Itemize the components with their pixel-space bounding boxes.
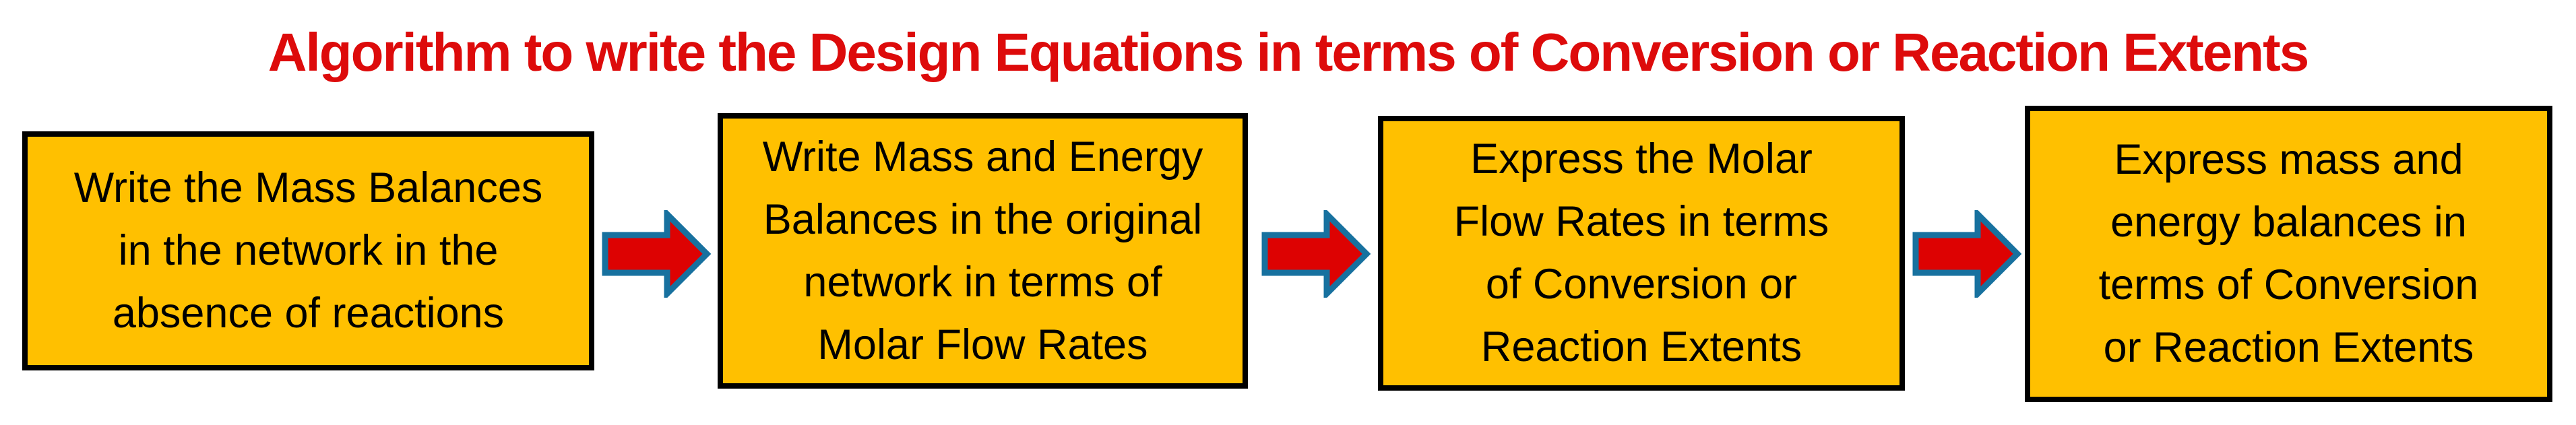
step-3-line-3: of Conversion or [1485, 261, 1798, 308]
step-2-line-1: Write Mass and Energy [762, 133, 1203, 181]
step-box-2: Write Mass and Energy Balances in the or… [718, 113, 1248, 389]
step-3-line-2: Flow Rates in terms [1453, 198, 1829, 245]
step-box-4: Express mass and energy balances in term… [2025, 106, 2552, 402]
step-box-1: Write the Mass Balances in the network i… [22, 131, 594, 370]
step-box-3: Express the Molar Flow Rates in terms of… [1378, 116, 1905, 391]
step-4-line-3: terms of Conversion [2098, 261, 2479, 308]
step-1-line-1: Write the Mass Balances [73, 164, 543, 211]
diagram-title: Algorithm to write the Design Equations … [268, 22, 2309, 82]
step-1-line-2: in the network in the [118, 227, 499, 274]
flow-arrow-3-icon [1912, 210, 2021, 298]
step-4-line-4: or Reaction Extents [2103, 324, 2474, 371]
step-3-line-4: Reaction Extents [1480, 323, 1802, 370]
step-1-line-3: absence of reactions [112, 290, 505, 337]
step-4-line-1: Express mass and [2114, 136, 2463, 183]
flow-arrow-1-icon [602, 210, 711, 298]
flow-arrow-2-icon [1261, 210, 1371, 298]
step-2-line-4: Molar Flow Rates [817, 321, 1148, 368]
step-2-line-3: network in terms of [803, 258, 1162, 306]
step-2-line-2: Balances in the original [763, 195, 1203, 243]
step-3-line-1: Express the Molar [1470, 135, 1813, 183]
step-4-line-2: energy balances in [2110, 199, 2467, 246]
